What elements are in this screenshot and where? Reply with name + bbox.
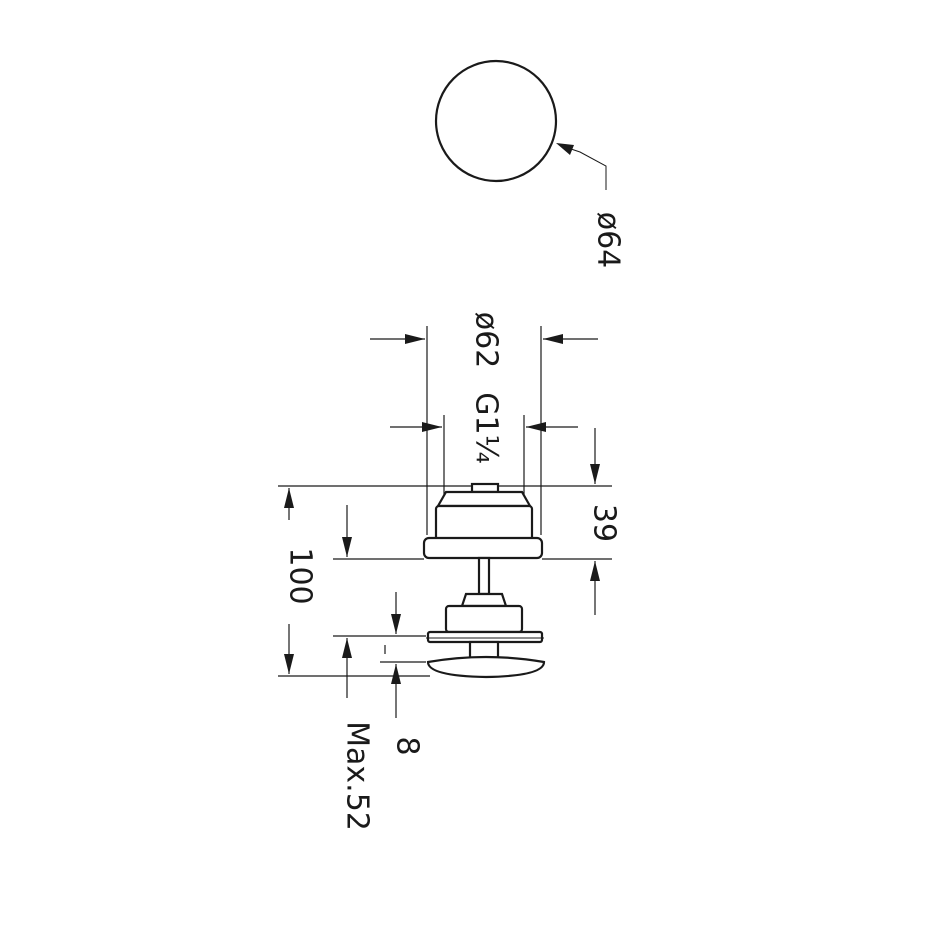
stem-gap-label: 8 <box>390 736 425 755</box>
dim-stem-gap: 8 <box>333 592 426 756</box>
mushroom-cap <box>426 655 546 679</box>
dim-outer-diameter: ø62 <box>370 312 598 535</box>
body-height-label: 39 <box>587 504 622 542</box>
cap-stem <box>468 640 500 660</box>
lower-collar <box>460 592 508 608</box>
fitting-side-view <box>422 482 546 679</box>
outer-diameter-label: ø62 <box>469 312 504 369</box>
thread-label: G1¼ <box>469 392 504 463</box>
lower-flange <box>426 630 544 644</box>
dim-max-depth: Max.52 <box>333 505 424 831</box>
dim-thread: G1¼ <box>390 392 578 495</box>
flange <box>422 536 544 560</box>
cap-circle <box>434 59 558 183</box>
lower-body <box>444 604 524 634</box>
dim-body-height: 39 <box>498 428 622 615</box>
threaded-body <box>434 504 534 542</box>
dim-total-height: 100 <box>278 485 472 677</box>
max-depth-label: Max.52 <box>340 721 375 831</box>
cap-top-view: ø64 <box>434 59 626 269</box>
stem <box>477 556 491 596</box>
total-height-label: 100 <box>283 547 318 604</box>
cap-diameter-label: ø64 <box>591 212 626 269</box>
cap-diameter-arrow <box>556 143 574 155</box>
top-nut <box>470 482 500 494</box>
body-top-chamfer <box>436 490 532 508</box>
